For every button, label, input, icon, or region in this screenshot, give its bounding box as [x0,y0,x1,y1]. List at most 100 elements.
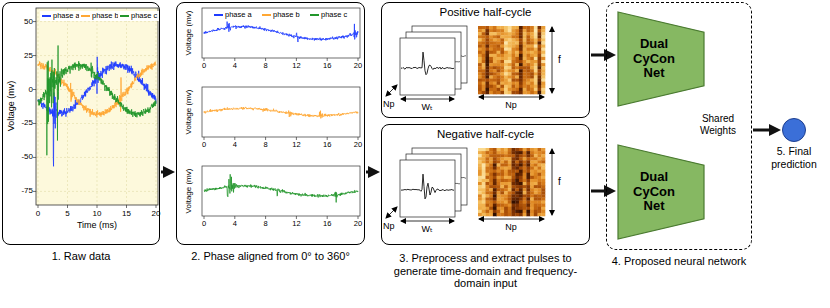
spectrogram-cell [538,201,542,204]
spectrogram-cell [478,60,482,63]
spectrogram-cell [534,57,538,60]
tick-mark [358,137,359,140]
legend-swatch [81,15,90,17]
dimension-label: Np [383,221,395,231]
tick-mark [327,58,328,61]
spectrogram-cell [478,32,482,35]
spectrogram-cell [515,29,519,32]
spectrogram-cell [504,148,508,151]
spectrogram-cell [500,210,504,213]
spectrogram-cell [485,82,489,85]
spectrogram-cell [519,75,523,78]
spectrogram-cell [519,69,523,72]
spectrogram-cell [538,188,542,191]
spectrogram-cell [541,188,545,191]
spectrogram-cell [482,204,486,207]
spectrogram-cell [489,213,493,216]
axis-title: Time (ms) [77,220,117,230]
tick-label: 0 [36,209,40,218]
spectrogram-cell [526,91,530,94]
spectrogram-cell [515,188,519,191]
spectrogram-cell [519,157,523,160]
spectrogram-cell [508,210,512,213]
spectrogram-cell [482,170,486,173]
spectrogram-cell [489,148,493,151]
spectrogram-cell [504,91,508,94]
spectrogram-cell [512,66,516,69]
legend-text: phase c [131,12,157,20]
spectrogram-cell [478,75,482,78]
spectrogram-cell [482,26,486,29]
plot-frame [202,87,360,137]
spectrogram-cell [512,167,516,170]
spectrogram-cell [530,154,534,157]
spectrogram-cell [541,63,545,66]
spectrogram-cell [482,35,486,38]
spectrogram-cell [523,41,527,44]
spectrogram-cell [512,201,516,204]
spectrogram-cell [538,179,542,182]
spectrogram-cell [523,154,527,157]
spectrogram-cell [530,179,534,182]
spectrogram-cell [489,72,493,75]
spectrogram-cell [523,185,527,188]
spectrogram-cell [519,160,523,163]
trapezoid-shape [618,145,704,239]
spectrogram-cell [504,79,508,82]
spectrogram-cell [482,194,486,197]
spectrogram-cell [497,160,501,163]
spectrogram-cell [534,182,538,185]
spectrogram-cell [526,154,530,157]
spectrogram-cell [489,179,493,182]
tick-label: 0 [29,85,33,94]
network-label: Dual CyCon Net [625,170,683,215]
spectrogram-cell [526,29,530,32]
spectrogram-cell [489,79,493,82]
spectrogram-cell [512,82,516,85]
spectrogram-cell [534,207,538,210]
spectrogram-cell [500,167,504,170]
spectrogram-cell [508,35,512,38]
spectrogram-cell [489,191,493,194]
spectrogram-cell [515,194,519,197]
spectrogram-cell [508,167,512,170]
spectrogram-cell [526,51,530,54]
spectrogram-cell [534,151,538,154]
tick-mark [33,55,36,56]
spectrogram-cell [519,148,523,151]
spectrogram-cell [504,82,508,85]
spectrogram-cell [541,66,545,69]
tick-label: 16 [323,62,331,71]
legend-entry: phase b [79,11,121,21]
legend-swatch [310,14,319,16]
spectrogram-cell [534,188,538,191]
spectrogram-cell [497,32,501,35]
spectrogram-cell [493,35,497,38]
spectrogram-cell [504,188,508,191]
spectrogram-cell [500,85,504,88]
spectrogram-cell [478,26,482,29]
spectrogram-cell [478,182,482,185]
spectrogram-cell [515,82,519,85]
spectrogram-cell [512,45,516,48]
spectrogram-cell [512,210,516,213]
spectrogram-cell [512,35,516,38]
spectrogram-cell [482,88,486,91]
spectrogram-cell [541,41,545,44]
grid-line [36,55,158,56]
legend-entry: phase a [212,10,254,20]
spectrogram-cell [538,60,542,63]
tick-label: 4 [233,220,237,229]
axis-title: Voltage (mv) [184,169,193,214]
tick-label: 12 [292,220,300,229]
spectrogram-cell [534,91,538,94]
spectrogram-cell [515,151,519,154]
spectrogram-cell [508,185,512,188]
spectrogram-cell [497,57,501,60]
spectrogram-cell [504,41,508,44]
tick-mark [358,216,359,219]
spectrogram-cell [500,91,504,94]
spectrogram-cell [497,194,501,197]
spectrogram-cell [508,197,512,200]
spectrogram-cell [526,82,530,85]
